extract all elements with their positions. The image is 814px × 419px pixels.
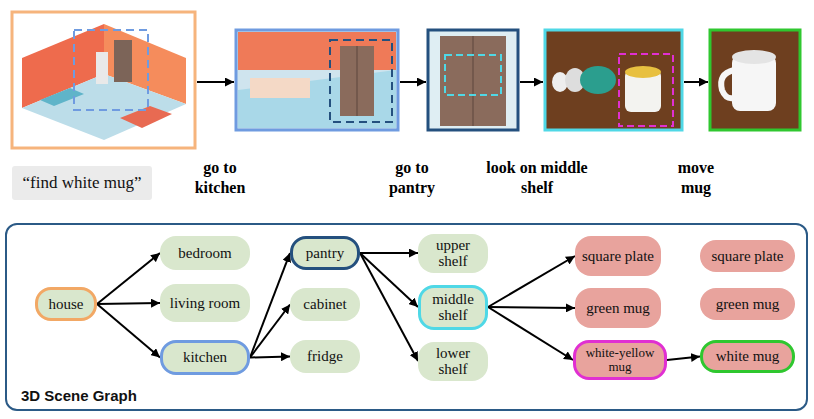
graph-edge bbox=[360, 252, 418, 254]
focus-box bbox=[445, 55, 501, 95]
object-node: green mug bbox=[575, 288, 661, 328]
image-frame bbox=[12, 12, 195, 148]
node-label: middle shelf bbox=[425, 291, 481, 324]
place-node: living room bbox=[160, 284, 250, 322]
fridge bbox=[96, 52, 108, 84]
step-label-box: go to kitchen bbox=[187, 158, 253, 198]
graph-edge bbox=[97, 303, 160, 304]
step-arrow bbox=[684, 81, 708, 83]
step-label-box: go to pantry bbox=[379, 158, 445, 198]
door-line bbox=[473, 36, 474, 126]
object-node: square plate bbox=[575, 236, 661, 276]
step-arrow bbox=[197, 81, 234, 83]
node-label: square plate bbox=[582, 248, 654, 265]
house-image bbox=[12, 12, 195, 148]
kitchen-image bbox=[236, 30, 398, 130]
pantry-cabinet bbox=[340, 46, 374, 116]
node-label: “find white mug” bbox=[23, 174, 142, 193]
door-line bbox=[357, 46, 358, 116]
graph-edge bbox=[97, 253, 160, 304]
task-box: “find white mug” bbox=[12, 166, 152, 200]
step-label-box: move mug bbox=[668, 158, 724, 198]
node-label: fridge bbox=[307, 348, 343, 365]
graph-edge bbox=[250, 305, 290, 358]
step-label-box: look on middle shelf bbox=[484, 158, 590, 198]
graph-edge bbox=[667, 357, 700, 361]
step-label: move mug bbox=[678, 159, 714, 196]
mug-image bbox=[710, 30, 800, 130]
pantry-image bbox=[428, 30, 518, 130]
sofa bbox=[40, 88, 84, 106]
mug-rim bbox=[625, 66, 661, 78]
step-label: look on middle shelf bbox=[486, 159, 587, 196]
node-label: pantry bbox=[306, 245, 344, 262]
place-node: pantry bbox=[290, 236, 360, 270]
node-label: lower shelf bbox=[422, 345, 484, 378]
step-arrow bbox=[520, 81, 543, 83]
node-label: bedroom bbox=[178, 245, 231, 262]
place-node: lower shelf bbox=[418, 342, 488, 381]
node-label: kitchen bbox=[183, 349, 227, 366]
graph-edge bbox=[488, 307, 575, 308]
graph-edge bbox=[488, 256, 575, 307]
scene-graph-panel: 3D Scene Graph house bedroom living room kit… bbox=[5, 223, 808, 411]
focus-box bbox=[619, 54, 673, 126]
pantry-cabinet bbox=[114, 40, 132, 82]
object-node: square plate bbox=[700, 240, 795, 272]
object-node: white mug bbox=[700, 340, 795, 373]
focus-box bbox=[74, 30, 148, 110]
node-label: white-yellow mug bbox=[580, 346, 660, 375]
step-label: go to kitchen bbox=[195, 159, 246, 196]
graph-edge bbox=[97, 304, 160, 358]
panel-title: 3D Scene Graph bbox=[21, 388, 137, 405]
node-label: green mug bbox=[716, 296, 780, 313]
place-node: kitchen bbox=[160, 340, 250, 375]
graph-edge bbox=[250, 357, 290, 358]
graph-edge bbox=[250, 253, 290, 358]
focus-box bbox=[330, 40, 392, 122]
image-frame bbox=[236, 30, 398, 130]
green-mug bbox=[580, 66, 616, 94]
node-label: white mug bbox=[716, 348, 780, 365]
image-frame bbox=[710, 30, 800, 130]
object-node: green mug bbox=[700, 288, 795, 320]
graph-edge bbox=[360, 253, 418, 361]
node-label: upper shelf bbox=[422, 237, 484, 270]
step-arrow bbox=[400, 81, 426, 83]
step-arrows bbox=[197, 82, 708, 83]
place-node: upper shelf bbox=[418, 234, 488, 273]
place-node: fridge bbox=[290, 340, 360, 373]
image-frame bbox=[428, 30, 518, 130]
place-node: house bbox=[35, 287, 97, 321]
node-label: living room bbox=[170, 295, 240, 312]
place-node: middle shelf bbox=[418, 285, 488, 330]
node-label: cabinet bbox=[303, 296, 346, 313]
node-label: square plate bbox=[711, 248, 783, 265]
counter bbox=[250, 78, 310, 98]
shelf-image bbox=[545, 30, 682, 130]
image-frame bbox=[545, 30, 682, 130]
graph-edge bbox=[360, 253, 418, 307]
graph-edge bbox=[488, 307, 573, 360]
place-node: cabinet bbox=[290, 288, 360, 321]
step-label: go to pantry bbox=[389, 159, 435, 196]
object-node: white-yellow mug bbox=[573, 340, 667, 381]
node-label: green mug bbox=[586, 300, 650, 317]
mug-rim bbox=[732, 50, 776, 64]
node-label: house bbox=[49, 296, 84, 313]
place-node: bedroom bbox=[160, 236, 250, 270]
pantry-cabinet bbox=[440, 36, 506, 126]
